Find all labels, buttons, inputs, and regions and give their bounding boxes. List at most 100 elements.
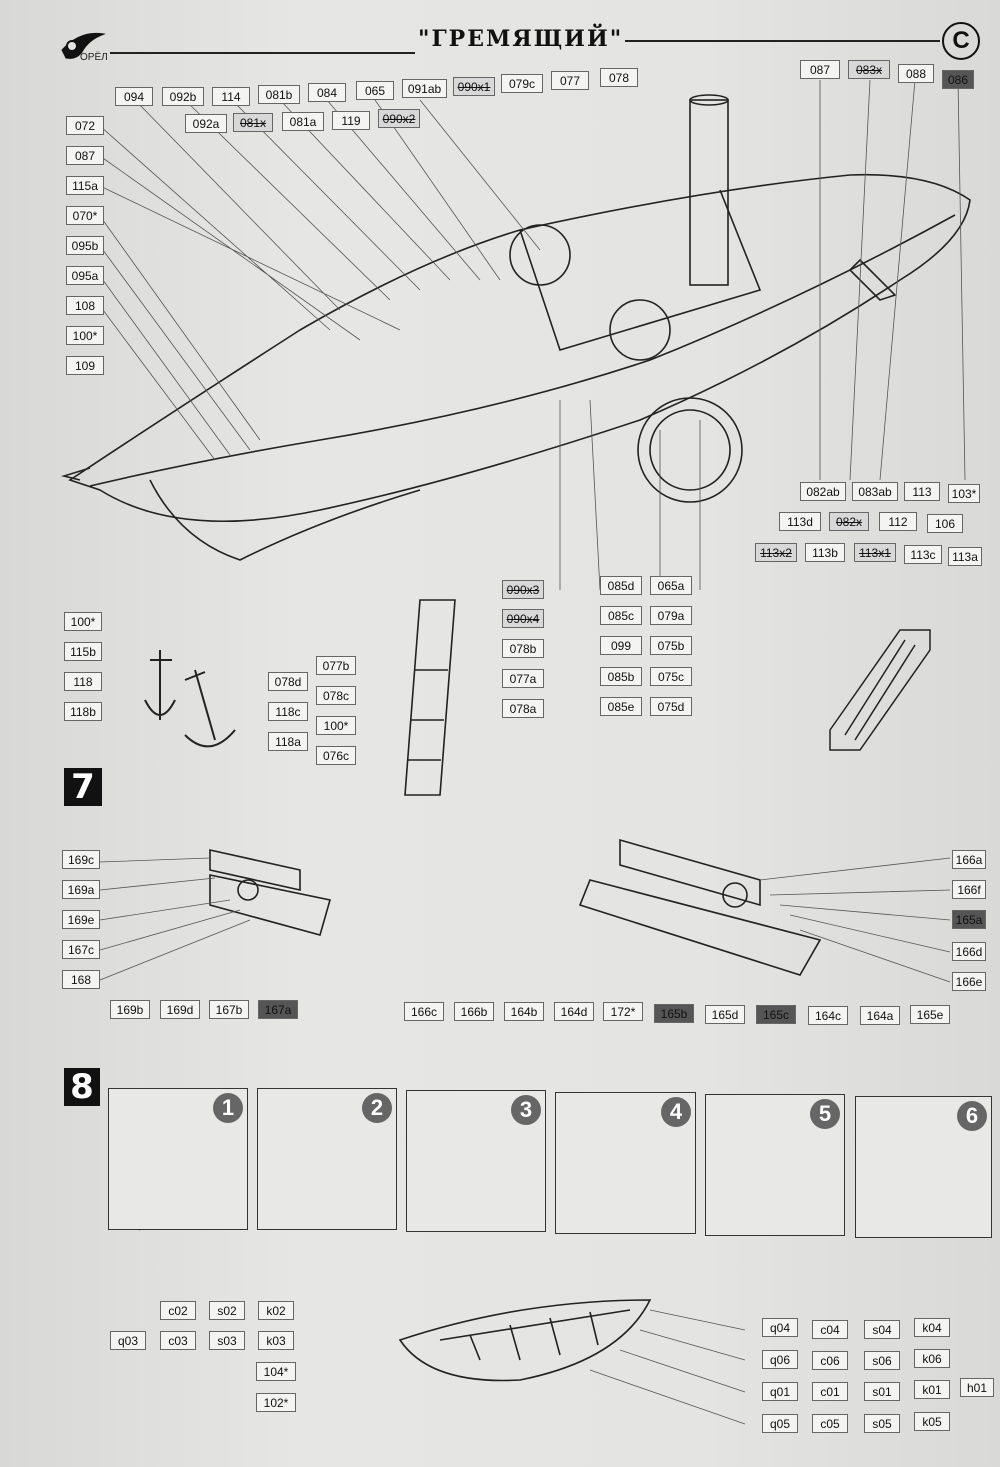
part-label: 118a bbox=[268, 732, 308, 751]
part-label: 164c bbox=[808, 1006, 848, 1025]
part-label: 085c bbox=[600, 606, 642, 625]
part-label: q05 bbox=[762, 1414, 798, 1433]
part-label: 092a bbox=[185, 114, 227, 133]
part-label: 103* bbox=[948, 484, 980, 503]
part-label: s02 bbox=[209, 1301, 245, 1320]
part-label: q04 bbox=[762, 1318, 798, 1337]
part-label: k01 bbox=[914, 1380, 950, 1399]
panel-number: 4 bbox=[661, 1097, 691, 1127]
sheet-letter: C bbox=[942, 22, 980, 60]
cannon-left-drawing bbox=[209, 849, 332, 936]
part-label: c01 bbox=[812, 1382, 848, 1401]
panel-number: 6 bbox=[957, 1101, 987, 1131]
part-label: 082ab bbox=[800, 482, 846, 501]
part-label: 102* bbox=[256, 1393, 296, 1412]
part-label: 166f bbox=[952, 880, 986, 899]
part-label: k04 bbox=[914, 1318, 950, 1337]
part-label: 085e bbox=[600, 697, 642, 716]
part-label: 077a bbox=[502, 669, 544, 688]
panel-number: 2 bbox=[362, 1093, 392, 1123]
part-label: k02 bbox=[258, 1301, 294, 1320]
part-label-crossed: 113x1 bbox=[854, 543, 896, 562]
part-label-highlight: 165a bbox=[952, 910, 986, 929]
part-label: 118b bbox=[64, 702, 102, 721]
part-label: 078 bbox=[600, 68, 638, 87]
part-label: 165e bbox=[910, 1005, 950, 1024]
part-label: 081b bbox=[258, 85, 300, 104]
part-label: 169c bbox=[62, 850, 100, 869]
step8-panel-2: 2 bbox=[257, 1088, 397, 1230]
part-label: 078a bbox=[502, 699, 544, 718]
part-label-highlight: 086 bbox=[942, 70, 974, 89]
funnel-drawing bbox=[404, 599, 456, 796]
leader-lines bbox=[99, 79, 966, 1425]
part-label: 065a bbox=[650, 576, 692, 595]
part-label: s05 bbox=[864, 1414, 900, 1433]
part-label: 092b bbox=[162, 87, 204, 106]
part-label: 115b bbox=[64, 642, 102, 661]
part-label: 077b bbox=[316, 656, 356, 675]
part-label-highlight: 165c bbox=[756, 1005, 796, 1024]
part-label: 072 bbox=[66, 116, 104, 135]
part-label-crossed: 082x bbox=[829, 512, 869, 531]
part-label: 113a bbox=[948, 547, 982, 566]
part-label: 084 bbox=[308, 83, 346, 102]
part-label: s01 bbox=[864, 1382, 900, 1401]
part-label-crossed: 090x3 bbox=[502, 580, 544, 599]
part-label: 118 bbox=[64, 672, 102, 691]
part-label: k05 bbox=[914, 1412, 950, 1431]
step-number-8: 8 bbox=[64, 1068, 100, 1106]
part-label: 166b bbox=[454, 1002, 494, 1021]
step-number-7: 7 bbox=[64, 768, 102, 806]
part-label: s03 bbox=[209, 1331, 245, 1350]
part-label: s04 bbox=[864, 1320, 900, 1339]
anchor-drawing bbox=[144, 650, 236, 748]
part-label: 075d bbox=[650, 697, 692, 716]
part-label: q03 bbox=[110, 1331, 146, 1350]
part-label: 113c bbox=[904, 545, 942, 564]
part-label: 100* bbox=[66, 326, 104, 345]
part-label-crossed: 090x4 bbox=[502, 609, 544, 628]
lifeboat-drawing bbox=[398, 1299, 652, 1382]
part-label: 078d bbox=[268, 672, 308, 691]
part-label: 095a bbox=[66, 266, 104, 285]
ship-drawing bbox=[61, 94, 971, 561]
part-label: 118c bbox=[268, 702, 308, 721]
part-label: 070* bbox=[66, 206, 104, 225]
part-label: c06 bbox=[812, 1351, 848, 1370]
part-label: 079a bbox=[650, 606, 692, 625]
part-label: 085d bbox=[600, 576, 642, 595]
part-label: 169e bbox=[62, 910, 100, 929]
part-label: 091ab bbox=[402, 79, 447, 98]
logo-label: ОРЁЛ bbox=[80, 52, 108, 63]
part-label: h01 bbox=[960, 1378, 994, 1397]
part-label: k03 bbox=[258, 1331, 294, 1350]
part-label: q06 bbox=[762, 1350, 798, 1369]
part-label: 113d bbox=[779, 512, 821, 531]
part-label-highlight: 165b bbox=[654, 1004, 694, 1023]
part-label: 166e bbox=[952, 972, 986, 991]
part-label: 078c bbox=[316, 686, 356, 705]
part-label: 166d bbox=[952, 942, 986, 961]
part-label: 113b bbox=[805, 543, 845, 562]
part-label: 100* bbox=[64, 612, 102, 631]
part-label: 165d bbox=[705, 1005, 745, 1024]
part-label: 167c bbox=[62, 940, 100, 959]
part-label: 078b bbox=[502, 639, 544, 658]
part-label-crossed: 083x bbox=[848, 60, 890, 79]
part-label: 087 bbox=[66, 146, 104, 165]
part-label-highlight: 167a bbox=[258, 1000, 298, 1019]
part-label: 081a bbox=[282, 112, 324, 131]
part-label: 087 bbox=[800, 60, 840, 79]
panel-number: 3 bbox=[511, 1095, 541, 1125]
part-label: 164a bbox=[860, 1006, 900, 1025]
part-label: 104* bbox=[256, 1362, 296, 1381]
page-title: "ГРЕМЯЩИЙ" bbox=[418, 26, 624, 52]
part-label: 168 bbox=[62, 970, 100, 989]
part-label: 172* bbox=[603, 1002, 643, 1021]
part-label: 169a bbox=[62, 880, 100, 899]
step8-panel-1: 1 bbox=[108, 1088, 248, 1230]
part-label: 112 bbox=[879, 512, 917, 531]
part-label: c03 bbox=[160, 1331, 196, 1350]
